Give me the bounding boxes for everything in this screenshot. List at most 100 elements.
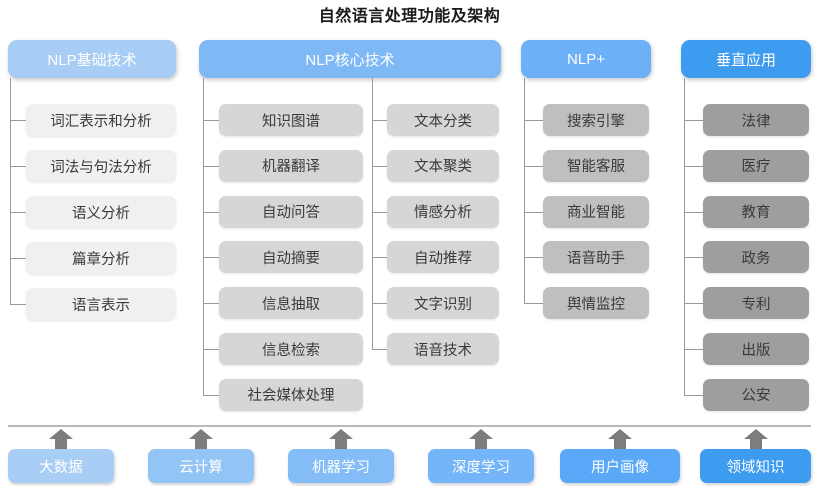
nlp-basic-item[interactable]: 语言表示 xyxy=(26,288,176,320)
vertical-application-item[interactable]: 医疗 xyxy=(703,149,809,182)
foundation-divider xyxy=(8,425,811,427)
nlp-basic-item[interactable]: 篇章分析 xyxy=(26,242,176,274)
nlp-core-left-item[interactable]: 社会媒体处理 xyxy=(219,378,363,411)
foundation-item[interactable]: 领域知识 xyxy=(700,449,811,483)
arrow-up-icon xyxy=(468,429,494,449)
foundation-item-label: 深度学习 xyxy=(452,459,510,476)
header-nlp-core[interactable]: NLP核心技术 xyxy=(199,40,501,78)
connector-stub xyxy=(684,303,703,304)
nlp-basic-item[interactable]: 语义分析 xyxy=(26,196,176,228)
connector-stub xyxy=(372,120,387,121)
header-nlp-plus[interactable]: NLP+ xyxy=(521,40,651,78)
connector-stub xyxy=(684,120,703,121)
vertical-application-item[interactable]: 法律 xyxy=(703,104,809,136)
nlp-core-right-item-label: 文本聚类 xyxy=(414,159,472,176)
nlp-core-left-item-label: 知识图谱 xyxy=(262,113,320,130)
nlp-core-right-item-label: 文本分类 xyxy=(414,113,472,130)
connector-stub xyxy=(524,120,543,121)
foundation-item[interactable]: 机器学习 xyxy=(288,449,394,483)
foundation-item[interactable]: 大数据 xyxy=(8,449,114,483)
connector-stub xyxy=(10,258,26,259)
nlp-core-right-item[interactable]: 语音技术 xyxy=(387,333,499,365)
nlp-core-right-item[interactable]: 自动推荐 xyxy=(387,241,499,274)
connector-stub xyxy=(203,212,219,213)
header-vertical-application[interactable]: 垂直应用 xyxy=(681,40,811,78)
nlp-plus-item-label: 语音助手 xyxy=(567,250,625,267)
nlp-plus-item[interactable]: 语音助手 xyxy=(543,241,649,274)
nlp-core-left-item-label: 自动摘要 xyxy=(262,250,320,267)
nlp-plus-item-label: 智能客服 xyxy=(567,159,625,176)
nlp-plus-item-label: 商业智能 xyxy=(567,205,625,222)
connector-stub xyxy=(684,257,703,258)
nlp-core-right-item[interactable]: 文本聚类 xyxy=(387,149,499,182)
nlp-basic-item-label: 语义分析 xyxy=(72,205,130,222)
nlp-basic-item-label: 语言表示 xyxy=(72,297,130,314)
connector-trunk xyxy=(10,78,11,304)
vertical-application-item[interactable]: 专利 xyxy=(703,287,809,320)
nlp-core-right-item[interactable]: 文字识别 xyxy=(387,287,499,320)
connector-stub xyxy=(203,349,219,350)
nlp-core-right-item[interactable]: 情感分析 xyxy=(387,195,499,228)
nlp-plus-item[interactable]: 舆情监控 xyxy=(543,287,649,320)
arrow-up-icon xyxy=(48,429,74,449)
connector-stub xyxy=(524,257,543,258)
foundation-item[interactable]: 用户画像 xyxy=(560,449,680,483)
nlp-core-left-item[interactable]: 自动问答 xyxy=(219,195,363,228)
header-nlp-basic[interactable]: NLP基础技术 xyxy=(8,40,176,78)
connector-stub xyxy=(203,395,219,396)
connector-stub xyxy=(372,257,387,258)
nlp-basic-item-label: 篇章分析 xyxy=(72,251,130,268)
vertical-application-item-label: 公安 xyxy=(741,388,771,405)
connector-trunk xyxy=(524,78,525,303)
nlp-basic-item[interactable]: 词汇表示和分析 xyxy=(26,104,176,136)
connector-trunk xyxy=(372,78,373,349)
foundation-item[interactable]: 深度学习 xyxy=(428,449,534,483)
connector-trunk xyxy=(684,78,685,395)
connector-stub xyxy=(10,120,26,121)
nlp-core-left-item[interactable]: 信息检索 xyxy=(219,333,363,365)
nlp-plus-item-label: 搜索引擎 xyxy=(567,113,625,130)
nlp-core-left-item-label: 机器翻译 xyxy=(262,159,320,176)
connector-stub xyxy=(372,303,387,304)
vertical-application-item-label: 医疗 xyxy=(741,159,771,176)
nlp-core-left-item[interactable]: 自动摘要 xyxy=(219,241,363,274)
nlp-core-left-item[interactable]: 信息抽取 xyxy=(219,287,363,320)
foundation-item-label: 领域知识 xyxy=(726,459,785,476)
nlp-basic-item[interactable]: 词法与句法分析 xyxy=(26,150,176,182)
nlp-plus-item[interactable]: 商业智能 xyxy=(543,195,649,228)
foundation-item-label: 云计算 xyxy=(179,459,223,476)
vertical-application-item-label: 法律 xyxy=(741,113,771,130)
nlp-core-right-item[interactable]: 文本分类 xyxy=(387,104,499,136)
nlp-basic-item-label: 词法与句法分析 xyxy=(50,159,152,176)
connector-trunk xyxy=(203,78,204,395)
vertical-application-item[interactable]: 政务 xyxy=(703,241,809,274)
connector-stub xyxy=(524,166,543,167)
arrow-up-icon xyxy=(607,429,633,449)
arrow-up-icon xyxy=(328,429,354,449)
nlp-core-left-item-label: 信息抽取 xyxy=(262,296,320,313)
connector-stub xyxy=(203,257,219,258)
connector-stub xyxy=(372,212,387,213)
vertical-application-item-label: 教育 xyxy=(741,205,771,222)
nlp-core-left-item-label: 社会媒体处理 xyxy=(247,388,335,405)
connector-stub xyxy=(684,395,703,396)
header-nlp-basic-label: NLP基础技术 xyxy=(47,51,137,69)
page-title: 自然语言处理功能及架构 xyxy=(318,8,501,25)
connector-stub xyxy=(203,166,219,167)
vertical-application-item[interactable]: 出版 xyxy=(703,333,809,365)
vertical-application-item-label: 专利 xyxy=(741,296,771,313)
arrow-up-icon xyxy=(188,429,214,449)
foundation-item[interactable]: 云计算 xyxy=(148,449,254,483)
nlp-core-right-item-label: 语音技术 xyxy=(414,342,472,359)
nlp-plus-item[interactable]: 搜索引擎 xyxy=(543,104,649,136)
nlp-core-left-item[interactable]: 机器翻译 xyxy=(219,149,363,182)
nlp-core-left-item-label: 自动问答 xyxy=(262,205,320,222)
connector-stub xyxy=(10,304,26,305)
nlp-core-left-item-label: 信息检索 xyxy=(262,342,320,359)
nlp-core-left-item[interactable]: 知识图谱 xyxy=(219,104,363,136)
nlp-plus-item[interactable]: 智能客服 xyxy=(543,149,649,182)
vertical-application-item[interactable]: 公安 xyxy=(703,378,809,411)
vertical-application-item[interactable]: 教育 xyxy=(703,195,809,228)
connector-stub xyxy=(684,212,703,213)
connector-stub xyxy=(10,212,26,213)
